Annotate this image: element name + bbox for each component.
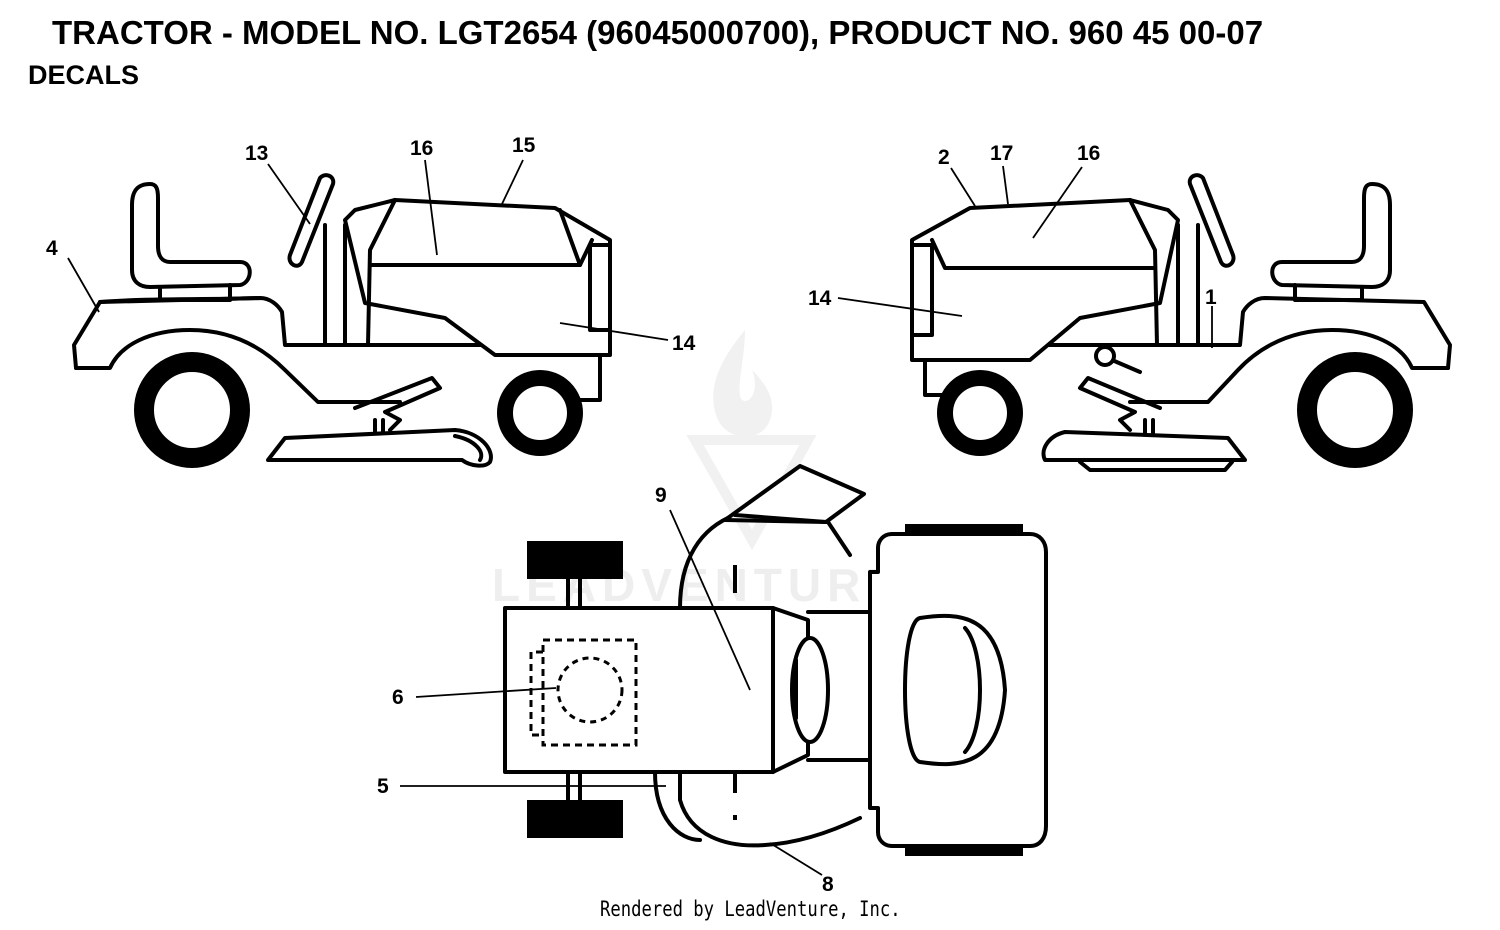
top-discharge-chute [723, 464, 866, 524]
left-seat [130, 182, 252, 289]
left-frame-line [98, 296, 262, 304]
right-rear-wheel [1297, 352, 1413, 468]
right-grille [910, 243, 934, 337]
leader-6 [415, 687, 557, 698]
leader-16-left [424, 159, 438, 256]
callout-1: 1 [1205, 286, 1217, 309]
top-seat [903, 613, 1007, 767]
right-hood-side [930, 238, 1157, 270]
callout-4: 4 [46, 237, 58, 260]
callout-5: 5 [377, 775, 389, 798]
callout-14-left: 14 [672, 332, 696, 355]
top-engine-outline [541, 638, 638, 747]
top-axle-upper [566, 577, 582, 609]
top-deck-chute-link [733, 513, 828, 524]
top-engine-cap [556, 656, 624, 724]
left-deck-lift [353, 376, 442, 432]
callout-14-right: 14 [808, 287, 832, 310]
right-seat [1270, 182, 1392, 289]
leader-9 [669, 509, 751, 691]
left-hood-crease [558, 208, 582, 267]
top-rear-body [868, 532, 1048, 848]
callout-13: 13 [245, 142, 268, 165]
footer-credit-wrap: Rendered by LeadVenture, Inc. [0, 897, 1500, 921]
right-hood-top [1128, 198, 1159, 347]
right-hood [910, 198, 1180, 362]
leader-14-right [837, 297, 963, 317]
leader-13 [267, 163, 311, 225]
page-title: TRACTOR - MODEL NO. LGT2654 (96045000700… [52, 14, 1264, 51]
left-side-tractor [72, 173, 612, 468]
top-front-wheel-upper [527, 541, 623, 579]
leader-14-left [559, 322, 669, 341]
callout-9: 9 [655, 484, 667, 507]
top-view-tractor [503, 464, 1048, 856]
callout-15: 15 [512, 134, 536, 157]
right-lift-lever [1110, 358, 1142, 374]
right-mower-deck [1041, 430, 1247, 462]
leader-4 [67, 257, 100, 313]
callout-2: 2 [938, 146, 950, 169]
left-deck-chute [453, 434, 484, 462]
watermark: LEADVENTURE [492, 330, 897, 611]
top-steering-wheel [790, 636, 830, 744]
right-deck-mount [1143, 418, 1155, 436]
right-front-wheel [937, 370, 1023, 456]
callout-16-left: 16 [410, 137, 433, 160]
leader-15 [501, 159, 524, 205]
top-footrest [806, 610, 872, 762]
left-deck-mount [373, 418, 385, 434]
left-steering-wheel [287, 173, 336, 268]
footer-credit: Rendered by LeadVenture, Inc. [599, 897, 901, 921]
right-rear-fender [923, 296, 1452, 370]
left-rear-wheel [134, 352, 250, 468]
callout-17: 17 [990, 142, 1013, 165]
callout-6: 6 [392, 686, 404, 709]
leader-2 [950, 167, 976, 207]
top-front-wheel-lower [527, 800, 623, 838]
right-front-lower [923, 358, 947, 397]
top-deck-side-upper [653, 770, 702, 842]
leader-8 [769, 842, 823, 876]
leader-lines [67, 159, 1213, 876]
callout-16-right: 16 [1077, 142, 1100, 165]
leader-16-right [1032, 166, 1083, 239]
callouts: 13 16 15 4 14 2 17 16 14 1 9 6 5 8 [46, 134, 1217, 896]
page-subtitle: DECALS [28, 60, 140, 90]
right-steering-wheel [1187, 173, 1236, 268]
right-lever-knob [1094, 345, 1116, 367]
left-fender-arc [74, 328, 402, 404]
right-side-tractor [910, 173, 1452, 472]
top-hood [503, 606, 775, 774]
callout-8: 8 [822, 873, 834, 896]
left-mower-deck [266, 428, 493, 468]
right-deck-plate [1078, 460, 1234, 472]
leader-17 [1002, 165, 1009, 205]
top-seat-back [963, 626, 982, 754]
top-engine-side [529, 650, 543, 737]
right-deck-lift [1078, 376, 1162, 432]
left-hood-top [366, 198, 397, 347]
left-front-wheel [497, 370, 583, 456]
right-fender-arc [1128, 328, 1450, 404]
left-front-lower [578, 358, 602, 402]
